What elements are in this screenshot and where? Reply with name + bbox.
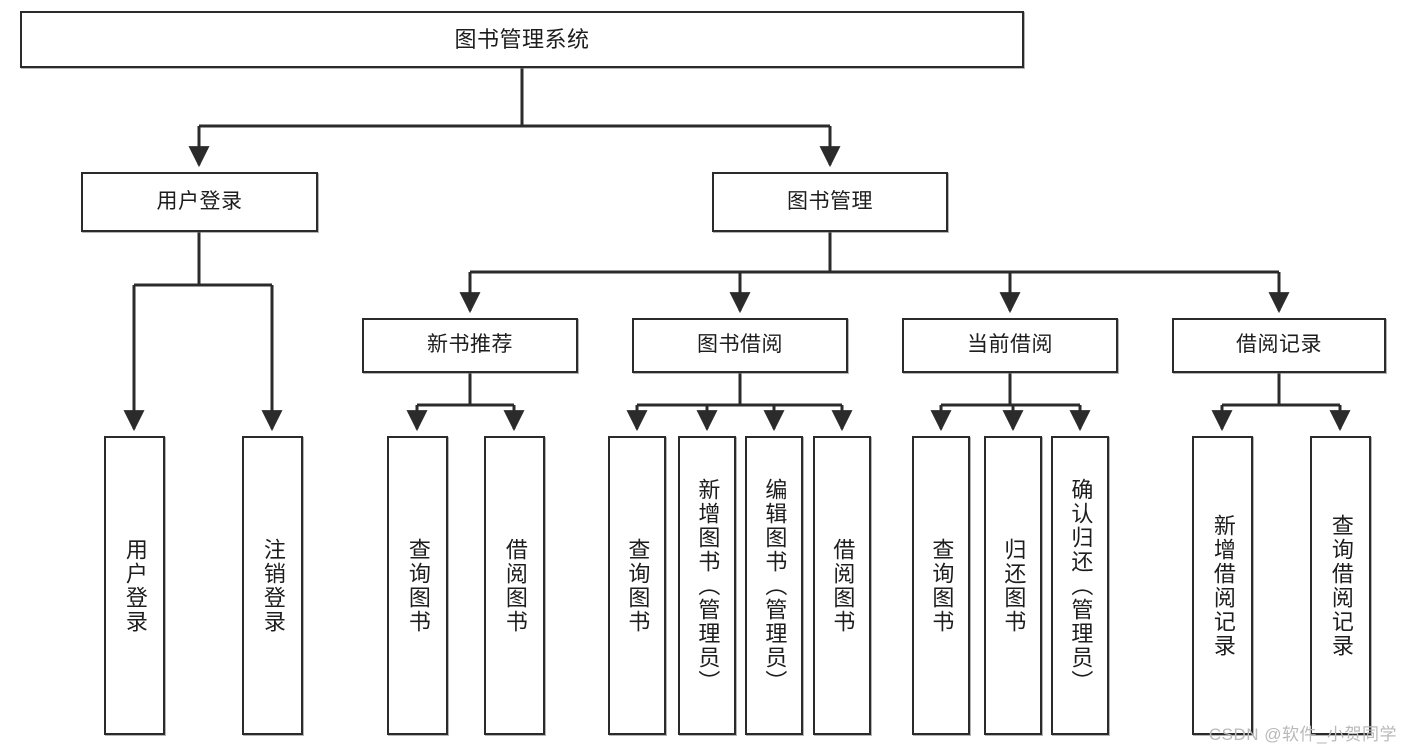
node-leaf-user-login[interactable]: 用户登录 — [104, 436, 165, 735]
node-leaf-query-borrow-record-label: 查询借阅记录 — [1328, 513, 1354, 658]
node-leaf-user-login-label: 用户登录 — [122, 537, 148, 634]
node-book-manage-label: 图书管理 — [787, 189, 873, 213]
node-root-label: 图书管理系统 — [454, 26, 590, 52]
node-leaf-query-book-3-label: 查询图书 — [929, 537, 955, 634]
node-user-login[interactable]: 用户登录 — [81, 172, 318, 232]
node-borrow-record-label: 借阅记录 — [1236, 333, 1322, 357]
node-current-borrow[interactable]: 当前借阅 — [902, 318, 1118, 373]
node-leaf-add-book-admin-label: 新增图书（管理员） — [695, 477, 721, 694]
node-leaf-borrow-book-2[interactable]: 借阅图书 — [813, 436, 871, 735]
node-root[interactable]: 图书管理系统 — [20, 11, 1024, 68]
node-leaf-logout-login[interactable]: 注销登录 — [242, 436, 303, 735]
node-leaf-return-book[interactable]: 归还图书 — [984, 436, 1042, 735]
node-leaf-query-book-2-label: 查询图书 — [625, 537, 651, 634]
node-book-borrow-label: 图书借阅 — [697, 333, 783, 357]
node-new-book-recommend[interactable]: 新书推荐 — [362, 318, 578, 373]
node-leaf-query-book-3[interactable]: 查询图书 — [912, 436, 970, 735]
node-book-borrow[interactable]: 图书借阅 — [632, 318, 848, 373]
node-leaf-query-book-1-label: 查询图书 — [405, 537, 431, 634]
node-leaf-edit-book-admin-label: 编辑图书（管理员） — [762, 477, 788, 694]
node-leaf-query-book-2[interactable]: 查询图书 — [608, 436, 666, 735]
node-leaf-query-borrow-record[interactable]: 查询借阅记录 — [1310, 436, 1371, 735]
node-user-login-label: 用户登录 — [156, 189, 243, 213]
node-leaf-borrow-book-2-label: 借阅图书 — [830, 537, 856, 634]
node-leaf-add-borrow-record-label: 新增借阅记录 — [1210, 513, 1236, 658]
node-leaf-add-borrow-record[interactable]: 新增借阅记录 — [1192, 436, 1253, 735]
node-borrow-record[interactable]: 借阅记录 — [1172, 318, 1386, 373]
node-leaf-query-book-1[interactable]: 查询图书 — [387, 436, 448, 735]
watermark-text: CSDN @软件_小贺同学 — [1208, 725, 1397, 744]
node-leaf-logout-login-label: 注销登录 — [260, 537, 286, 634]
node-new-book-recommend-label: 新书推荐 — [427, 333, 513, 357]
node-leaf-edit-book-admin[interactable]: 编辑图书（管理员） — [745, 436, 803, 735]
node-leaf-return-book-label: 归还图书 — [1001, 537, 1027, 634]
node-leaf-borrow-book-1[interactable]: 借阅图书 — [484, 436, 545, 735]
node-leaf-borrow-book-1-label: 借阅图书 — [502, 537, 528, 634]
node-leaf-confirm-return-admin[interactable]: 确认归还（管理员） — [1051, 436, 1109, 735]
node-leaf-confirm-return-admin-label: 确认归还（管理员） — [1068, 477, 1094, 694]
node-book-manage[interactable]: 图书管理 — [712, 172, 948, 232]
node-leaf-add-book-admin[interactable]: 新增图书（管理员） — [678, 436, 736, 735]
node-current-borrow-label: 当前借阅 — [967, 333, 1053, 357]
